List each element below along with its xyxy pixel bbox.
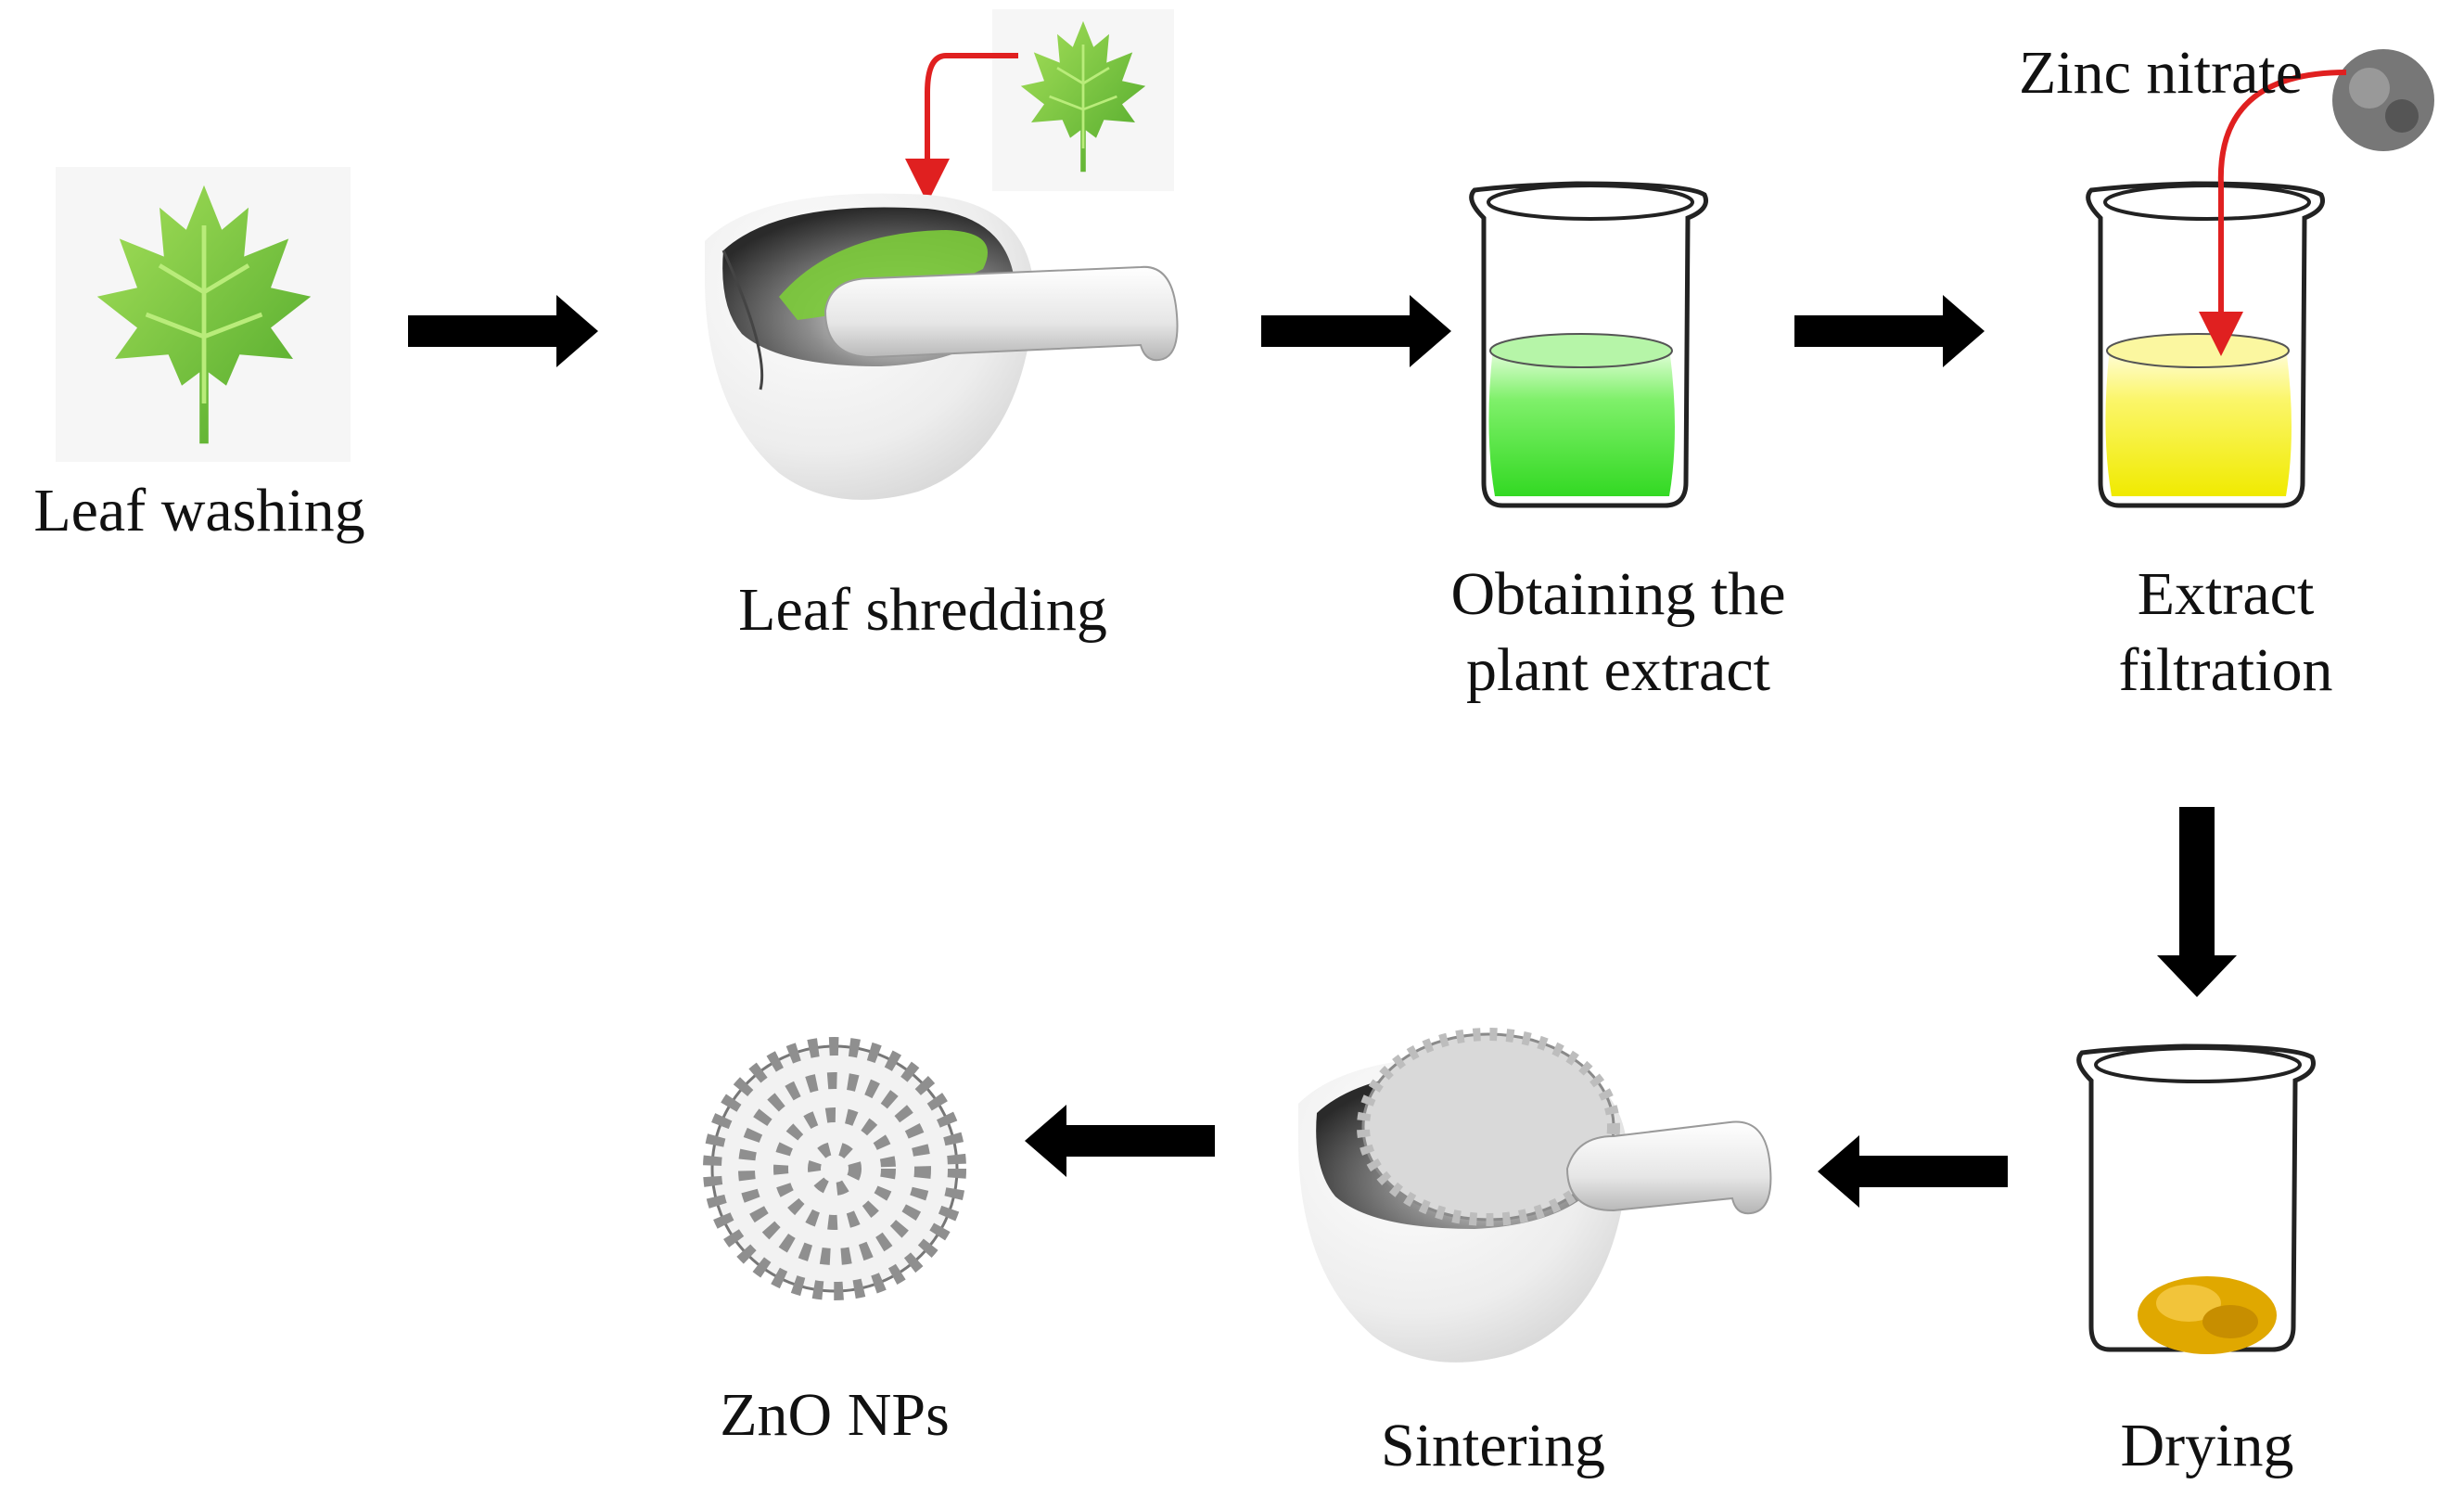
label-obtaining-extract-line2: plant extract <box>1465 636 1770 704</box>
label-extract-filtration-line2: filtration <box>2118 636 2333 704</box>
beaker-icon <box>2076 1043 2316 1354</box>
label-zno-nps: ZnO NPs <box>720 1381 950 1449</box>
arrow-icon <box>408 295 598 367</box>
label-zinc-nitrate: Zinc nitrate <box>2018 39 2304 107</box>
label-extract-filtration: Extract filtration <box>2068 557 2383 709</box>
zinc-nitrate-cluster-icon <box>2332 49 2434 151</box>
label-obtaining-extract-line1: Obtaining the <box>1450 560 1786 628</box>
label-sintering: Sintering <box>1381 1412 1605 1479</box>
label-leaf-shredding: Leaf shredding <box>738 576 1107 644</box>
arrow-icon <box>1818 1135 2008 1208</box>
label-leaf-washing: Leaf washing <box>33 477 365 544</box>
arrow-icon <box>1261 295 1451 367</box>
arrow-icon <box>1025 1105 1215 1177</box>
mortar-pestle-icon <box>1298 1028 1772 1363</box>
label-drying: Drying <box>2120 1412 2294 1479</box>
beaker-icon <box>2086 181 2325 508</box>
label-extract-filtration-line1: Extract <box>2137 560 2315 628</box>
insert-arrow <box>2199 70 2347 356</box>
beaker-icon <box>1469 181 1708 508</box>
insert-arrow <box>905 53 1018 203</box>
arrow-icon <box>2157 807 2237 997</box>
arrow-icon <box>1794 295 1985 367</box>
mortar-pestle-icon <box>705 9 1179 500</box>
label-obtaining-extract: Obtaining the plant extract <box>1396 557 1841 709</box>
nanoparticle-cluster-icon <box>703 1037 966 1300</box>
